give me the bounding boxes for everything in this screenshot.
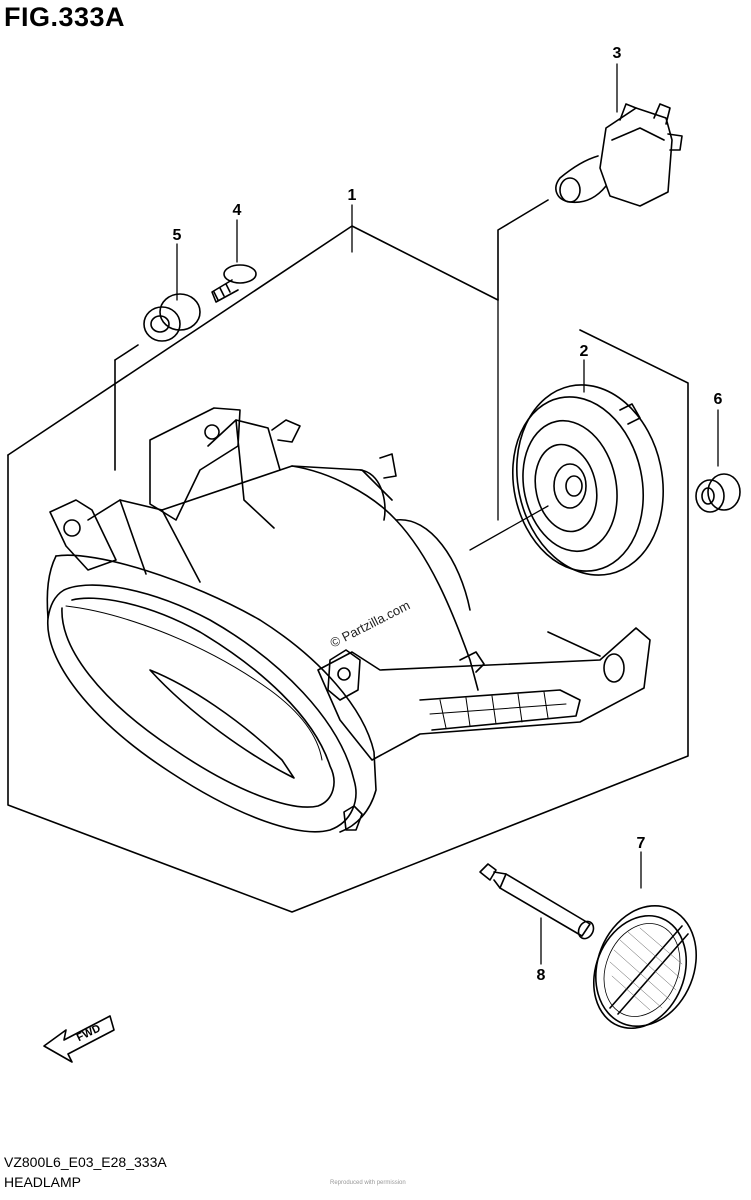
callout-labels: 1 2 3 4 5 6 7 8 <box>173 45 723 984</box>
reflector-part-7 <box>592 904 698 1030</box>
pin-part-8 <box>479 863 595 940</box>
fwd-arrow-icon <box>43 1015 115 1063</box>
callout-3: 3 <box>613 45 622 62</box>
watermark-bottom-text: Reproduced with permission <box>330 1180 406 1186</box>
callout-6: 6 <box>714 391 723 408</box>
callout-1: 1 <box>348 187 357 204</box>
assembly-outline <box>7 199 689 913</box>
headlamp-housing-part-1 <box>46 407 651 833</box>
screw-part-4 <box>211 264 257 303</box>
bulb-part-3 <box>555 103 683 207</box>
leader-lines <box>176 63 719 965</box>
grommet-part-5 <box>143 293 201 342</box>
callout-2: 2 <box>580 343 589 360</box>
grommet-part-6 <box>695 473 741 513</box>
figure-name: HEADLAMP <box>4 1174 82 1190</box>
callout-4: 4 <box>233 202 242 219</box>
figure-code: VZ800L6_E03_E28_333A <box>4 1154 167 1170</box>
socket-part-2 <box>511 384 665 576</box>
callout-8: 8 <box>537 967 546 984</box>
figure-title: FIG.333A <box>4 2 126 32</box>
watermark-text: © Partzilla.com <box>328 597 413 650</box>
callout-7: 7 <box>637 835 646 852</box>
callout-5: 5 <box>173 227 182 244</box>
